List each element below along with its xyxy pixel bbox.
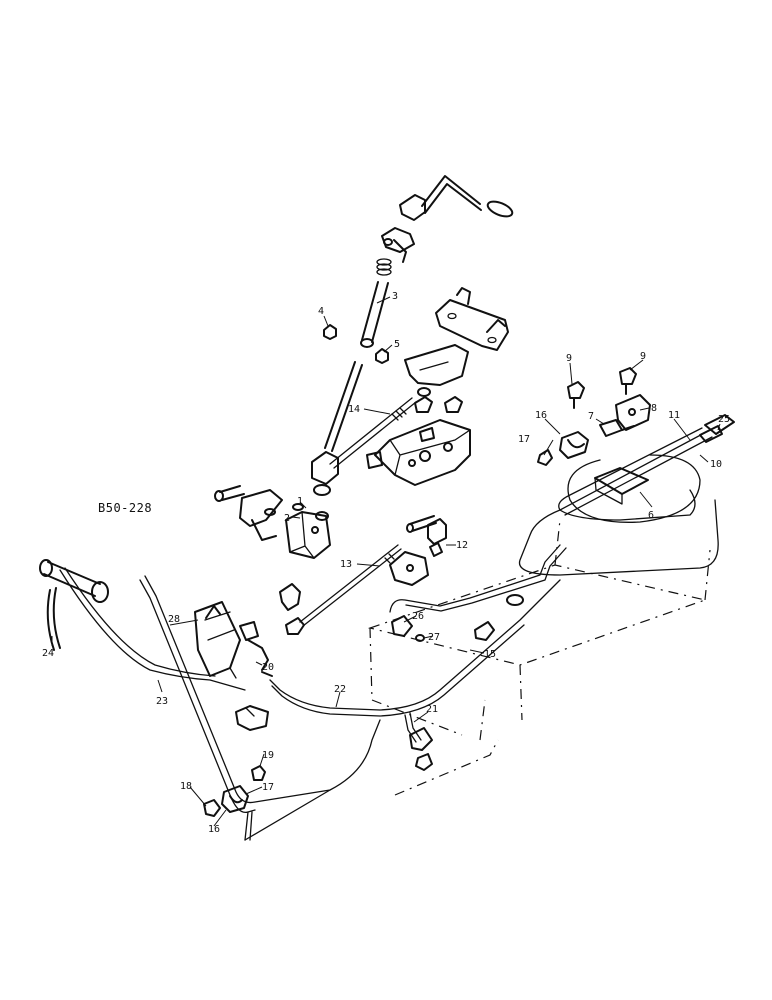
callout-8: 8 <box>651 403 657 414</box>
diagram-reference-code: B50-228 <box>98 501 152 515</box>
mounting-plate <box>435 287 509 351</box>
control-lever-handle <box>399 175 514 221</box>
bellcrank-lever <box>239 489 283 541</box>
lever-pivot-bracket <box>381 227 415 263</box>
callout-23: 23 <box>156 696 168 707</box>
callout-11: 11 <box>668 410 680 421</box>
control-valve-body <box>366 396 471 486</box>
callout-16a: 16 <box>535 410 547 421</box>
clamp-16-right <box>559 431 589 459</box>
callout-12: 12 <box>456 540 468 551</box>
bolt-4 <box>323 324 337 340</box>
leader-lines <box>51 296 721 827</box>
callout-16b: 16 <box>208 824 220 835</box>
tube-loop-6 <box>567 454 701 523</box>
main-tube-22 <box>269 579 561 717</box>
spring-coil <box>376 258 392 276</box>
tube-fitting-15 <box>474 594 524 641</box>
callout-2: 2 <box>284 513 290 524</box>
callout-6: 6 <box>648 510 654 521</box>
pin-sleeve <box>214 485 245 502</box>
callout-21: 21 <box>426 704 438 715</box>
callout-1: 1 <box>297 496 303 507</box>
connector-left <box>279 583 305 635</box>
rod-13 <box>299 544 402 627</box>
callout-17a: 17 <box>518 434 530 445</box>
linkage-bracket <box>285 511 331 559</box>
bracket-6 <box>594 467 649 505</box>
fitting-12 <box>427 518 447 557</box>
callout-3: 3 <box>392 291 398 302</box>
callout-4: 4 <box>318 306 324 317</box>
pin-top <box>406 515 437 533</box>
phantom-outline <box>367 519 711 796</box>
callout-18: 18 <box>180 781 192 792</box>
nut-17-right <box>537 449 553 466</box>
control-rod-lower <box>324 361 363 452</box>
control-rod-upper <box>360 281 389 348</box>
tube-hose-23 <box>59 567 246 691</box>
callout-17b: 17 <box>262 782 274 793</box>
callout-9b: 9 <box>640 351 646 362</box>
valve-block-small <box>389 551 429 586</box>
callout-25: 25 <box>718 414 730 425</box>
callout-13: 13 <box>340 559 352 570</box>
callout-labels: 1 2 3 4 5 6 7 8 9 9 10 11 12 13 14 15 16… <box>42 291 730 835</box>
tank-cylinder <box>39 559 109 603</box>
hydraulic-tube-11 <box>558 427 703 521</box>
callout-5: 5 <box>394 339 400 350</box>
switch-assembly-28 <box>194 601 259 679</box>
hydraulic-tube-15 <box>389 544 567 613</box>
hose-24 <box>46 587 61 651</box>
callout-28: 28 <box>168 614 180 625</box>
clamp-16-17-lower <box>203 785 249 817</box>
angle-bracket <box>404 344 469 397</box>
nut-19 <box>251 765 266 781</box>
fitting-25 <box>699 414 735 443</box>
callout-14: 14 <box>348 404 360 415</box>
bracket-20 <box>247 639 273 677</box>
callout-24: 24 <box>42 648 54 659</box>
tube-21 <box>404 712 433 771</box>
callout-27: 27 <box>428 632 440 643</box>
callout-19: 19 <box>262 750 274 761</box>
rod-14 <box>329 397 417 469</box>
callout-26: 26 <box>412 611 424 622</box>
yoke-joint <box>311 451 339 496</box>
callout-22: 22 <box>334 684 346 695</box>
callout-10: 10 <box>710 459 722 470</box>
callout-20: 20 <box>262 662 274 673</box>
callout-9a: 9 <box>566 353 572 364</box>
callout-15: 15 <box>484 649 496 660</box>
washer-set <box>292 503 329 521</box>
bolts-9 <box>567 367 637 409</box>
callout-7: 7 <box>588 411 594 422</box>
bracket-lower <box>235 705 269 731</box>
nut-5 <box>375 348 389 364</box>
bracket-8 <box>615 394 651 431</box>
